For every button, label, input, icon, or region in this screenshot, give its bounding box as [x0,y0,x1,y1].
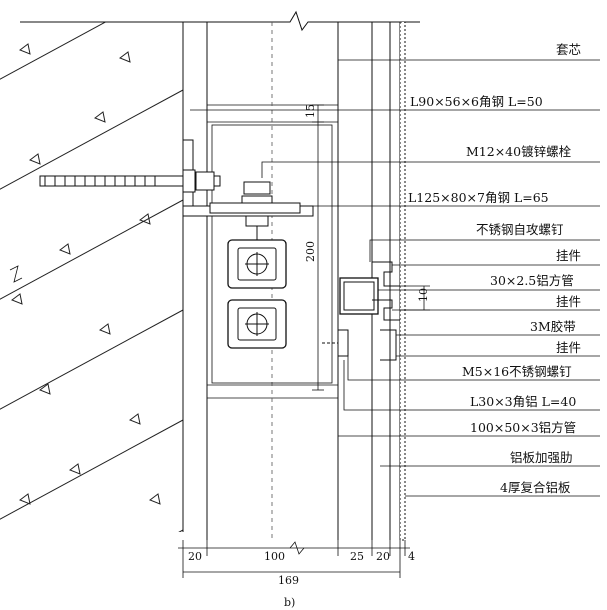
dim-169: 169 [278,574,299,587]
label-angle125: L125×80×7角钢 L=65 [408,190,549,205]
callout-labels: 套芯 L90×56×6角钢 L=50 M12×40镀锌螺栓 L125×80×7角… [408,42,581,495]
clamp-block-lower [227,299,287,349]
dim-100: 100 [264,550,285,563]
core-sleeve [211,124,333,384]
dim-4: 4 [408,550,415,563]
label-tube30: 30×2.5铝方管 [490,273,574,288]
clamp-block-upper [227,239,287,289]
m5-screw [322,329,349,357]
label-angle90: L90×56×6角钢 L=50 [410,94,543,109]
label-bolt: M12×40镀锌螺栓 [466,144,572,159]
label-taoxin: 套芯 [556,42,581,57]
dim-15: 15 [304,104,317,118]
dim-10: 10 [417,288,430,302]
tube-30-and-hangers [339,261,400,361]
m12-bolt [209,181,301,240]
label-tape: 3M胶带 [530,319,576,334]
panel-layers [371,21,406,541]
label-tube100: 100×50×3铝方管 [470,420,576,435]
label-m5: M5×16不锈钢螺钉 [462,364,572,379]
vertical-dimensions: 15 200 10 [304,104,430,391]
label-rib: 铝板加强肋 [510,450,573,465]
dim-20a: 20 [188,550,202,563]
dim-200: 200 [304,241,317,262]
figure-label: b) [284,596,295,609]
dim-25: 25 [350,550,364,563]
label-screw: 不锈钢自攻螺钉 [476,222,564,237]
label-hanger-2: 挂件 [556,294,581,309]
dim-20b: 20 [376,550,390,563]
anchor-bolt [39,169,221,193]
label-l30: L30×3角铝 L=40 [470,394,576,409]
concrete-wall [0,22,184,532]
label-panel: 4厚复合铝板 [500,480,571,495]
label-hanger-3: 挂件 [556,340,581,355]
bottom-dimensions: 20 100 25 20 4 169 [178,540,415,587]
label-hanger-1: 挂件 [556,248,581,263]
